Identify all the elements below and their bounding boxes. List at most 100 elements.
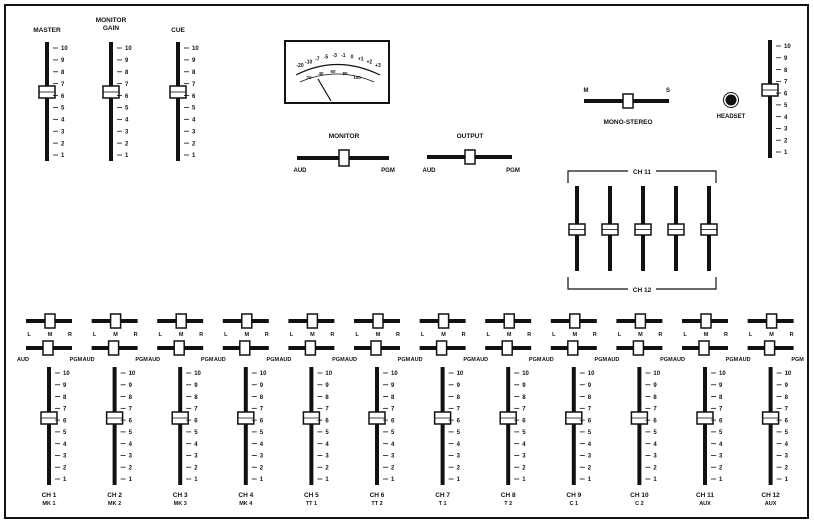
lmr-switch-knob[interactable]: [241, 313, 253, 329]
vu-meter-needle: [317, 78, 332, 102]
master-label: MASTER: [33, 27, 61, 34]
channel-1-scale-number: 1: [63, 477, 67, 483]
channel-source: MK 3: [174, 501, 187, 507]
aud-pgm-switch-knob[interactable]: [239, 340, 251, 356]
aud-pgm-switch-knob[interactable]: [501, 340, 513, 356]
channel-11-scale-number: 6: [719, 418, 723, 424]
aud-pgm-switch-knob[interactable]: [435, 340, 448, 356]
channel-7-scale-number: 9: [457, 383, 461, 389]
output-switch-knob[interactable]: [464, 149, 476, 165]
channel-3-scale-number: 6: [194, 418, 198, 424]
output-switch-pgm: PGM: [506, 168, 520, 174]
channel-4-scale-number: 5: [260, 430, 264, 436]
channel-7-scale-number: 6: [457, 418, 461, 424]
channel-11-scale-number: 2: [719, 465, 723, 471]
mono-stereo-knob[interactable]: [622, 93, 634, 109]
channel-9-scale-number: 10: [588, 371, 595, 377]
aud-pgm-switch-knob[interactable]: [632, 340, 645, 356]
monitor-gain-label-1: MONITOR: [96, 17, 127, 24]
channel-source: MK 1: [42, 501, 55, 507]
channel-6-scale-number: 3: [391, 454, 395, 460]
output-switch-title: OUTPUT: [457, 133, 484, 140]
aud-pgm-switch-pgm: PGM: [332, 357, 345, 363]
lmr-switch-r: R: [396, 332, 400, 338]
lmr-switch-knob[interactable]: [569, 313, 581, 329]
aud-pgm-switch-knob[interactable]: [567, 340, 579, 356]
channel-8-scale-number: 6: [522, 418, 526, 424]
lmr-switch-knob[interactable]: [503, 313, 515, 329]
aud-pgm-switch-knob[interactable]: [107, 340, 120, 356]
aud-pgm-switch-knob[interactable]: [370, 340, 382, 356]
lmr-switch-m: M: [245, 332, 250, 338]
channel-name: CH 1: [42, 492, 57, 499]
aud-pgm-switch-knob[interactable]: [42, 340, 54, 356]
lmr-switch-knob[interactable]: [372, 313, 384, 329]
lmr-switch-knob[interactable]: [306, 313, 319, 329]
monitor-gain-scale-number: 5: [125, 106, 129, 112]
channel-1-scale-number: 8: [63, 395, 67, 401]
monitor-switch-knob[interactable]: [338, 149, 350, 167]
right-master-scale-number: 2: [784, 138, 788, 144]
lmr-switch-r: R: [265, 332, 269, 338]
lmr-switch-m: M: [48, 332, 53, 338]
right-master-scale-number: 8: [784, 68, 788, 74]
channel-10-scale-number: 4: [653, 442, 657, 448]
channel-4-scale-number: 8: [260, 395, 264, 401]
aud-pgm-switch-aud: AUD: [214, 357, 226, 363]
aud-pgm-switch-knob[interactable]: [698, 340, 710, 356]
channel-2-scale-number: 8: [129, 395, 133, 401]
vu-scale-label: +1: [358, 57, 364, 63]
channel-2-scale-number: 5: [129, 430, 133, 436]
master-scale-number: 7: [61, 82, 65, 88]
channel-4-scale-number: 2: [260, 465, 264, 471]
aud-pgm-switch-aud: AUD: [411, 357, 423, 363]
channel-name: CH 2: [107, 492, 122, 499]
lmr-switch-l: L: [749, 332, 753, 338]
aud-pgm-switch-pgm: PGM: [595, 357, 608, 363]
lmr-switch-knob[interactable]: [765, 313, 778, 329]
lmr-switch-knob[interactable]: [634, 313, 647, 329]
lmr-switch-m: M: [573, 332, 578, 338]
channel-5-scale-number: 8: [325, 395, 329, 401]
monitor-gain-scale-number: 3: [125, 129, 129, 135]
lmr-switch-knob[interactable]: [175, 313, 187, 329]
channel-2-scale-number: 7: [129, 407, 133, 413]
lmr-switch-m: M: [113, 332, 118, 338]
lmr-switch-knob[interactable]: [109, 313, 122, 329]
channel-7-scale-number: 10: [457, 371, 464, 377]
right-master-scale-number: 6: [784, 91, 788, 97]
channel-source: T 1: [439, 501, 447, 507]
channel-9-scale-number: 2: [588, 465, 592, 471]
lmr-switch-knob[interactable]: [700, 313, 712, 329]
aud-pgm-switch-knob[interactable]: [173, 340, 185, 356]
headset-jack-ring: [723, 92, 739, 108]
headset-jack-icon[interactable]: [725, 94, 737, 106]
channel-name: CH 9: [566, 492, 581, 499]
lmr-switch-knob[interactable]: [44, 313, 56, 329]
monitor-gain-scale-number: 7: [125, 82, 129, 88]
channel-10-scale-number: 9: [653, 383, 657, 389]
channel-source: AUX: [699, 501, 711, 507]
mono-stereo-title: MONO-STEREO: [603, 119, 652, 126]
lmr-switch-l: L: [618, 332, 622, 338]
lmr-switch-r: R: [658, 332, 662, 338]
aud-pgm-switch-pgm: PGM: [70, 357, 83, 363]
aud-pgm-switch-knob[interactable]: [304, 340, 317, 356]
aud-pgm-switch-knob[interactable]: [763, 340, 776, 356]
channel-11-scale-number: 1: [719, 477, 723, 483]
lmr-switch-knob[interactable]: [437, 313, 450, 329]
aud-pgm-switch-pgm: PGM: [529, 357, 542, 363]
channel-11-scale-number: 5: [719, 430, 723, 436]
channel-name: CH 11: [696, 492, 714, 499]
channel-5-scale-number: 4: [325, 442, 329, 448]
lmr-switch-l: L: [159, 332, 163, 338]
aud-pgm-switch-pgm: PGM: [135, 357, 148, 363]
headset-label: HEADSET: [717, 114, 746, 120]
channel-2-scale-number: 6: [129, 418, 133, 424]
